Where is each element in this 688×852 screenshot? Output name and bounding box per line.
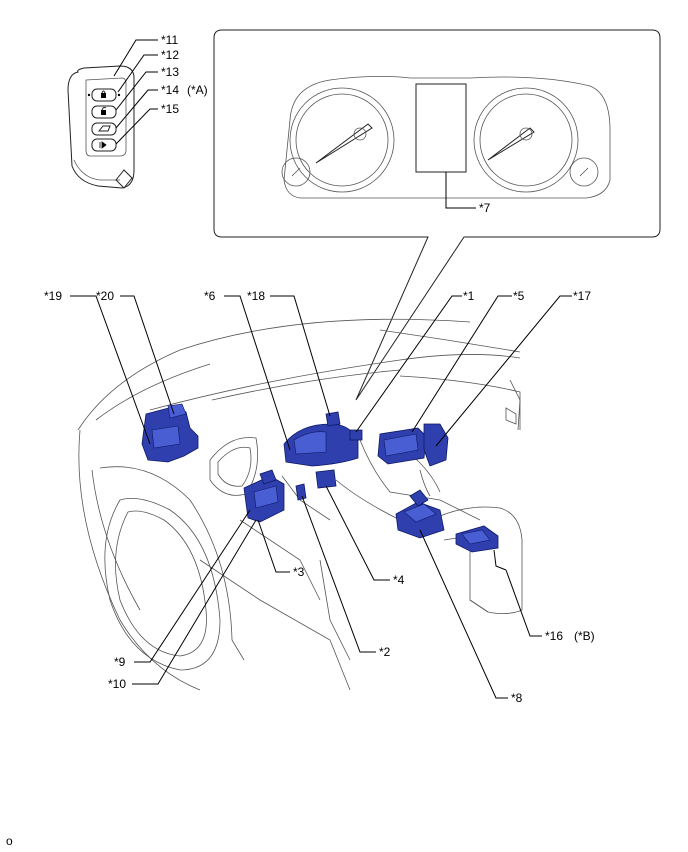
label-10: *10 [108, 677, 126, 691]
callout-labels: *11 *12 *13 *14 (*A) *15 *7 *19 *20 *6 *… [44, 33, 595, 705]
label-8: *8 [511, 691, 523, 705]
label-18: *18 [247, 289, 265, 303]
label-7: *7 [479, 201, 491, 215]
label-13: *13 [161, 65, 179, 79]
figure-code: o [6, 834, 13, 848]
unlock-button-icon [91, 105, 117, 119]
leader-lines [70, 295, 572, 699]
meter-callout [213, 29, 661, 401]
lock-button-icon [91, 88, 117, 102]
component-2 [295, 483, 307, 501]
trunk-button-icon [91, 122, 117, 136]
label-19: *19 [44, 289, 62, 303]
label-4: *4 [393, 573, 405, 587]
label-9: *9 [114, 655, 126, 669]
vehicle-interior-outline [77, 318, 523, 691]
multi-information-display [415, 83, 467, 173]
label-16: *16 [545, 629, 563, 643]
label-2: *2 [379, 645, 391, 659]
label-14: *14 [161, 83, 179, 97]
component-4 [315, 469, 337, 489]
label-5: *5 [513, 289, 525, 303]
label-20: *20 [96, 289, 114, 303]
label-12: *12 [161, 48, 179, 62]
label-17: *17 [573, 289, 591, 303]
label-11: *11 [161, 33, 178, 47]
label-16-note: (*B) [574, 629, 595, 643]
label-3: *3 [293, 565, 305, 579]
label-15: *15 [161, 102, 179, 116]
label-6: *6 [204, 289, 216, 303]
label-14-note: (*A) [187, 83, 208, 97]
highlighted-components [141, 403, 507, 571]
component-17 [423, 423, 449, 467]
smart-key-illustration [67, 39, 158, 189]
component-18 [325, 411, 341, 427]
panic-button-icon [91, 138, 117, 152]
label-1: *1 [463, 289, 475, 303]
